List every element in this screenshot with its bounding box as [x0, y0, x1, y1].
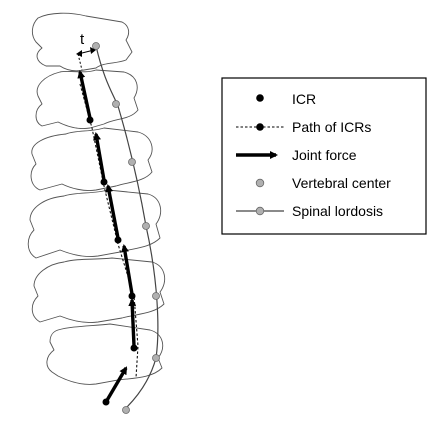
dimension-t-arrowhead-left: [76, 50, 82, 57]
legend-center-icon: [255, 178, 265, 188]
vertebrae-outlines: [27, 12, 166, 385]
legend: ICR Path of ICRs Joint force Vertebral c…: [221, 77, 427, 235]
vertebra-outline-4: [27, 189, 162, 259]
icr-point-5: [130, 344, 138, 352]
vertebra-outline-5: [31, 257, 166, 323]
icr-point-4: [128, 292, 136, 300]
vertebral-center-2: [112, 100, 120, 108]
vertebral-centers: [92, 42, 160, 414]
legend-lordosis-icon-dot: [255, 206, 265, 216]
legend-icr-icon: [256, 94, 264, 102]
vertebral-center-1: [92, 42, 100, 50]
joint-force-arrow-4: [121, 244, 134, 295]
vertebra-outline-2: [35, 69, 139, 129]
legend-label-force: Joint force: [292, 147, 357, 163]
legend-path-icon-dot: [256, 123, 264, 131]
dimension-t-extension: [77, 53, 83, 71]
vertebral-center-4: [142, 222, 150, 230]
vertebra-outline-1: [31, 12, 133, 72]
joint-force-arrow-3: [105, 184, 120, 239]
vertebral-center-5: [152, 292, 160, 300]
legend-label-center: Vertebral center: [292, 175, 391, 191]
legend-label-lordosis: Spinal lordosis: [292, 203, 383, 219]
legend-label-icr: ICR: [292, 91, 316, 107]
vertebral-center-7: [122, 406, 130, 414]
icr-point-2: [100, 178, 108, 186]
joint-force-arrows: [77, 70, 137, 403]
joint-force-arrow-1: [77, 70, 92, 119]
icr-path: [79, 83, 139, 379]
vertebral-center-6: [152, 354, 160, 362]
dimension-t: t: [76, 31, 96, 71]
joint-force-arrow-2: [93, 132, 106, 181]
icr-point-3: [114, 236, 122, 244]
joint-force-arrow-5: [128, 298, 137, 347]
vertebra-outline-6: [46, 323, 164, 385]
legend-label-path: Path of ICRs: [292, 119, 371, 135]
icr-point-1: [86, 116, 94, 124]
dimension-t-label: t: [80, 31, 85, 48]
joint-force-arrow-6: [104, 366, 128, 403]
vertebral-center-3: [128, 158, 136, 166]
icr-point-6: [102, 398, 110, 406]
icr-points: [86, 116, 138, 406]
dimension-t-arrowhead-right: [90, 47, 96, 54]
